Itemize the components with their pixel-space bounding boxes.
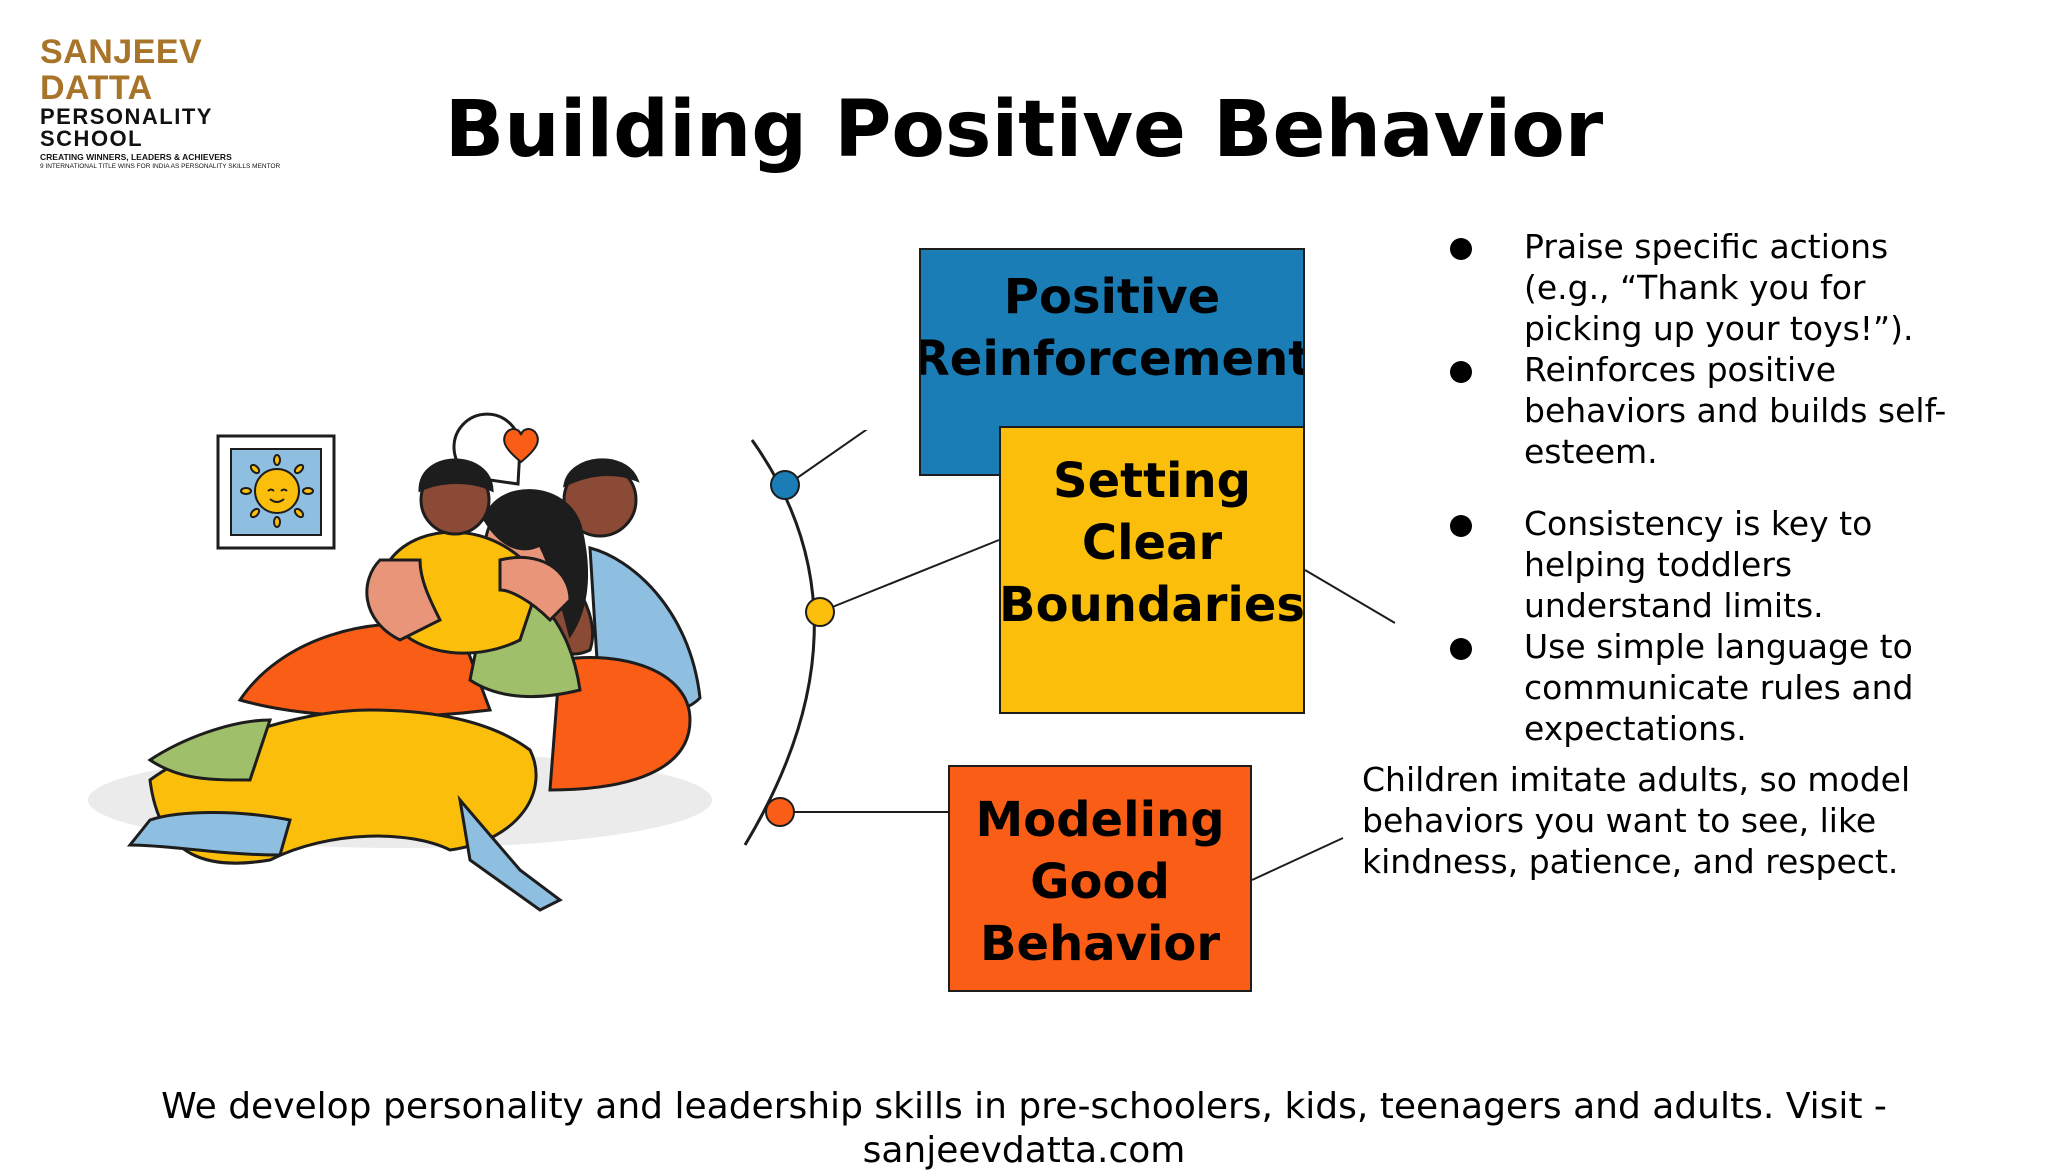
father-figure — [538, 458, 702, 792]
bullet-dot-icon — [1450, 238, 1472, 260]
connector-line-2 — [819, 539, 1000, 613]
logo-tagline: CREATING WINNERS, LEADERS & ACHIEVERS — [40, 152, 232, 162]
child-figure — [365, 458, 572, 655]
box-label-setting-boundaries: Setting Clear Boundaries — [999, 453, 1305, 633]
bullet-dot-icon — [1450, 638, 1472, 660]
footer-text: We develop personality and leadership sk… — [161, 1086, 1887, 1171]
bullet-item: Use simple language to communicate rules… — [1450, 626, 1950, 749]
connector-line-1 — [786, 430, 868, 486]
logo-school: PERSONALITY SCHOOL — [40, 104, 213, 151]
box-setting-boundaries: Setting Clear Boundaries — [999, 426, 1305, 714]
bullets-positive-reinforcement: Praise specific actions (e.g., “Thank yo… — [1450, 226, 1950, 472]
connector-arc — [743, 439, 816, 846]
bullet-item: Reinforces positive behaviors and builds… — [1450, 349, 1950, 472]
modeling-behavior-text: Children imitate adults, so model behavi… — [1362, 760, 1911, 881]
sun-icon — [216, 434, 336, 550]
node-setting-boundaries — [805, 597, 835, 627]
page-title: Building Positive Behavior — [444, 85, 1604, 175]
box-label-positive-reinforcement: Positive Reinforcement — [919, 269, 1305, 387]
logo-name: Sanjeev Datta — [40, 33, 203, 107]
bullets-setting-boundaries: Consistency is key to helping toddlers u… — [1450, 503, 1950, 749]
bullet-dot-icon — [1450, 361, 1472, 383]
bullet-item: Consistency is key to helping toddlers u… — [1450, 503, 1950, 626]
box-line-3 — [1251, 837, 1344, 881]
bullet-item: Praise specific actions (e.g., “Thank yo… — [1450, 226, 1950, 349]
bullet-dot-icon — [1450, 515, 1472, 537]
family-illustration — [88, 412, 712, 912]
school-logo: Sanjeev Datta PERSONALITY SCHOOL CREATIN… — [40, 33, 290, 170]
node-modeling-behavior — [765, 797, 795, 827]
logo-subtagline: 9 INTERNATIONAL TITLE WINS FOR INDIA AS … — [40, 163, 281, 170]
box-modeling-behavior: Modeling Good Behavior — [948, 765, 1252, 992]
connector-diagram — [743, 430, 1396, 881]
box-label-modeling-behavior: Modeling Good Behavior — [975, 792, 1225, 972]
box-line-2 — [1304, 569, 1396, 624]
node-positive-reinforcement — [770, 470, 800, 500]
